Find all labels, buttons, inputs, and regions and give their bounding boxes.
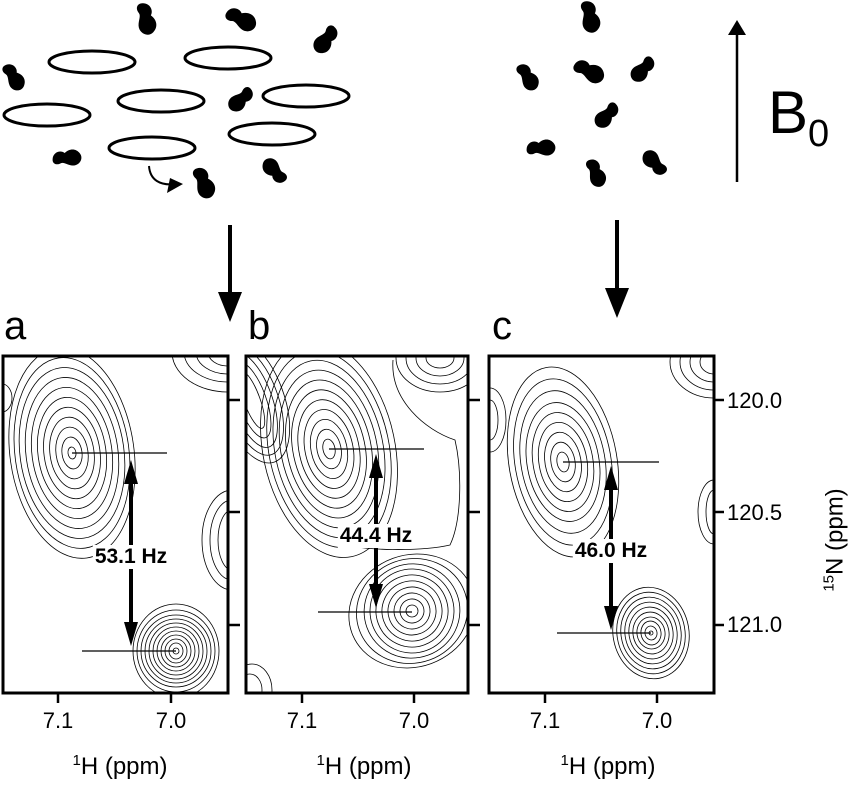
down-arrow-to-c	[605, 220, 629, 318]
panel-b-frame	[244, 354, 480, 703]
y-tick-121.0: 121.0	[727, 612, 783, 637]
y-tick-120.0: 120.0	[727, 388, 783, 413]
isotropic-solution-illustration	[516, 0, 668, 189]
magnetic-field-arrow	[728, 20, 746, 182]
y-axis-label: 15N (ppm)	[820, 488, 849, 592]
panel-letter-c: c	[492, 304, 512, 348]
x-tick-b-7.1: 7.1	[286, 708, 318, 733]
panel-c-frame	[487, 354, 724, 703]
panel-letter-a: a	[4, 304, 27, 348]
y-tick-120.5: 120.5	[727, 500, 783, 525]
panel-letter-b: b	[248, 304, 271, 348]
field-label: B0	[768, 79, 830, 155]
x-axis-label-c: 1H (ppm)	[560, 752, 656, 780]
panel-c-contours	[490, 357, 713, 680]
x-axis-label-a: 1H (ppm)	[72, 752, 168, 780]
x-tick-c-7.1: 7.1	[529, 708, 561, 733]
x-axis-label-b: 1H (ppm)	[316, 752, 412, 780]
panel-a-frame	[1, 354, 240, 703]
x-tick-a-7.0: 7.0	[155, 708, 187, 733]
panel-b-contours	[247, 357, 467, 692]
coupling-label-a: 53.1 Hz	[92, 545, 170, 569]
panel-a-contours	[4, 357, 227, 692]
x-tick-c-7.0: 7.0	[641, 708, 673, 733]
coupling-label-c: 46.0 Hz	[572, 539, 650, 563]
coupling-label-b: 44.4 Hz	[337, 524, 415, 548]
aligned-medium-illustration	[2, 0, 351, 200]
down-arrow-to-b	[218, 225, 242, 322]
x-tick-b-7.0: 7.0	[398, 708, 430, 733]
x-tick-a-7.1: 7.1	[42, 708, 74, 733]
